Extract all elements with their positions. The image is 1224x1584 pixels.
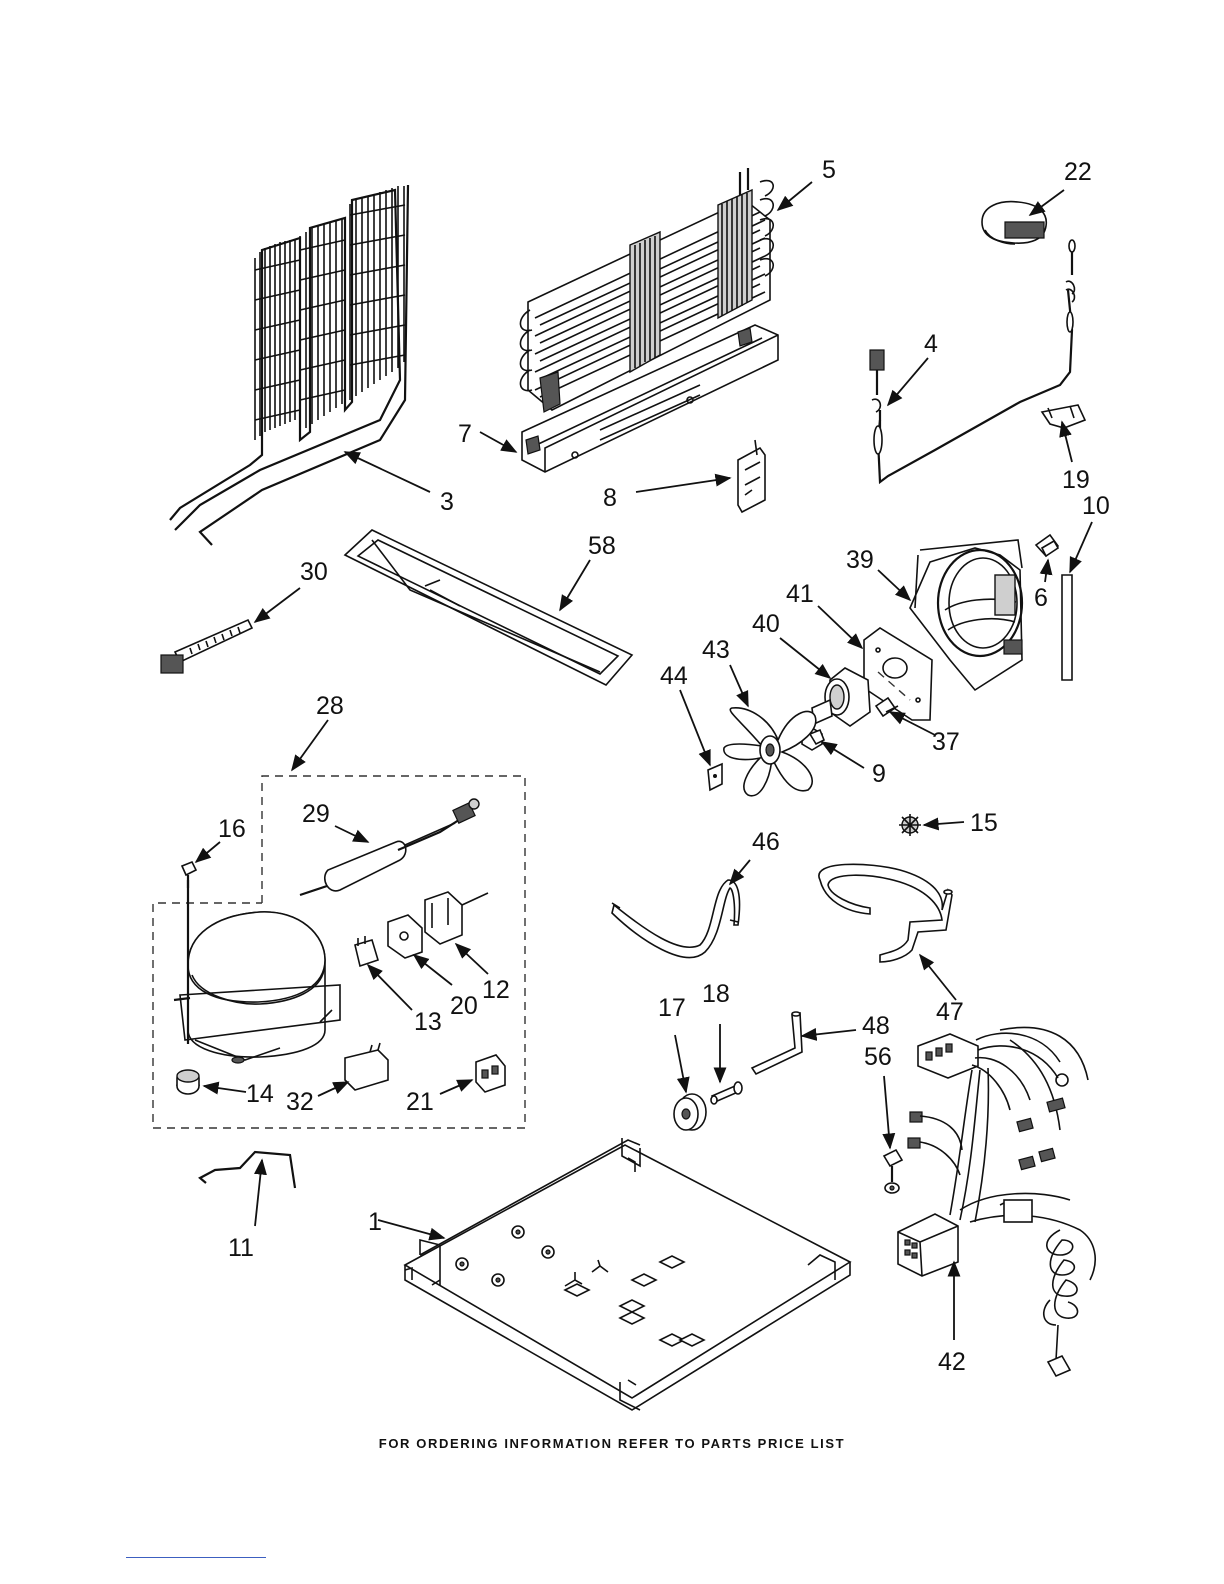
label-part-37: 37 (932, 728, 960, 756)
label-part-56: 56 (864, 1043, 892, 1071)
label-part-7: 7 (458, 420, 472, 448)
label-part-32: 32 (286, 1088, 314, 1116)
part-4-thermostat-capillary (870, 240, 1075, 482)
label-part-1: 1 (368, 1208, 382, 1236)
label-part-12: 12 (482, 976, 510, 1004)
label-part-10: 10 (1082, 492, 1110, 520)
part-16-screw (182, 862, 196, 888)
part-6-screw (1036, 535, 1058, 556)
bottom-divider-line (126, 1557, 266, 1558)
part-30-cable-tie (161, 620, 252, 673)
label-part-6: 6 (1034, 584, 1048, 612)
part-12-relay (425, 892, 488, 944)
label-part-28: 28 (316, 692, 344, 720)
part-20-overload-protector (388, 915, 422, 958)
label-part-15: 15 (970, 809, 998, 837)
label-part-18: 18 (702, 980, 730, 1008)
part-10-foam-strip (1062, 575, 1072, 680)
label-part-48: 48 (862, 1012, 890, 1040)
part-21-connector (476, 1055, 505, 1092)
part-11-wire (200, 1152, 295, 1188)
part-43-fan-blade (724, 708, 816, 796)
part-32-capacitor (345, 1043, 388, 1090)
label-part-30: 30 (300, 558, 328, 586)
label-part-14: 14 (246, 1080, 274, 1108)
part-15-grommet (899, 814, 921, 836)
label-part-8: 8 (603, 484, 617, 512)
compressor (174, 880, 340, 1063)
label-part-39: 39 (846, 546, 874, 574)
label-part-41: 41 (786, 580, 814, 608)
label-part-58: 58 (588, 532, 616, 560)
label-part-46: 46 (752, 828, 780, 856)
part-18-axle-pin (711, 1082, 742, 1104)
part-17-roller (674, 1094, 706, 1130)
part-47-tube (819, 864, 952, 962)
label-part-19: 19 (1062, 466, 1090, 494)
label-part-47: 47 (936, 998, 964, 1026)
part-14-grommet (177, 1070, 199, 1094)
part-22-control-knob (982, 202, 1046, 244)
label-part-9: 9 (872, 760, 886, 788)
part-1-base-frame (405, 1138, 850, 1410)
part-13-terminal-clip (355, 936, 378, 966)
label-part-22: 22 (1064, 158, 1092, 186)
label-part-17: 17 (658, 994, 686, 1022)
label-part-40: 40 (752, 610, 780, 638)
label-part-43: 43 (702, 636, 730, 664)
label-part-21: 21 (406, 1088, 434, 1116)
part-42-wire-harness (898, 1027, 1095, 1376)
label-part-4: 4 (924, 330, 938, 358)
label-part-29: 29 (302, 800, 330, 828)
part-3-condenser-coil (170, 185, 408, 545)
label-part-13: 13 (414, 1008, 442, 1036)
part-48-tube (752, 1012, 802, 1074)
part-44-blade-retainer (708, 764, 722, 790)
label-part-11: 11 (228, 1234, 254, 1262)
label-part-5: 5 (822, 156, 836, 184)
part-46-tube (612, 880, 740, 957)
label-part-20: 20 (450, 992, 478, 1020)
label-part-42: 42 (938, 1348, 966, 1376)
label-part-16: 16 (218, 815, 246, 843)
label-part-44: 44 (660, 662, 688, 690)
ordering-information-note: FOR ORDERING INFORMATION REFER TO PARTS … (0, 1436, 1224, 1451)
part-56-screw (884, 1150, 902, 1193)
part-8-bracket-clip (738, 440, 765, 512)
label-part-3: 3 (440, 488, 454, 516)
